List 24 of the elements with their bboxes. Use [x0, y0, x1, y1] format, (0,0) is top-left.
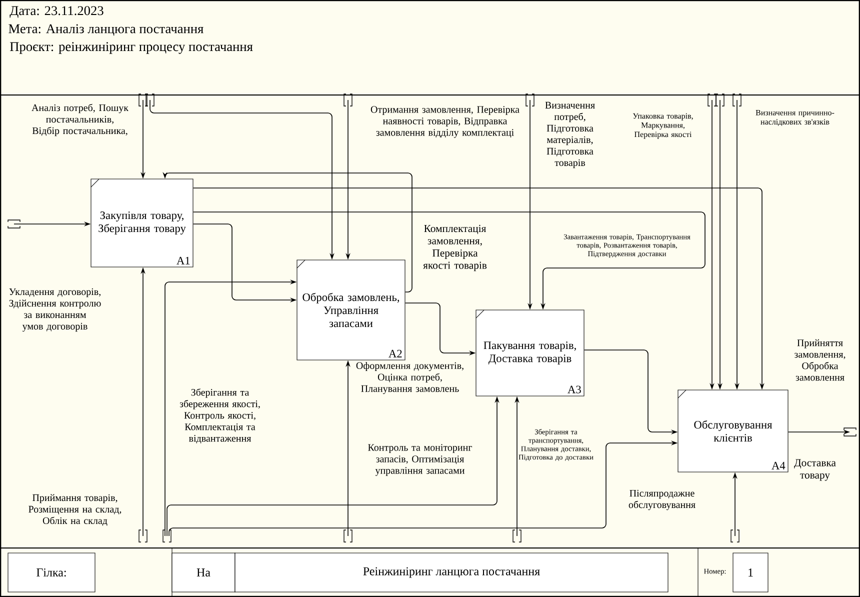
- arrow-label: Отримання замовлення, Перевірка наявності товарів, Відправка замовлення відділу комплектаці: [370, 106, 520, 138]
- arrow-label: Визначення причинно-наслідкових зв'язків: [756, 110, 834, 126]
- arrow-label: Доставка товару: [794, 459, 836, 481]
- arrow-label: Контроль та моніторинг запасів, Оптимізація управління запасами: [368, 444, 472, 476]
- arrow-label: Укладення договорів, Здійснення контролю за виконанням умов договорів: [9, 288, 101, 332]
- header-text: Дата: 23.11.2023: [10, 6, 104, 18]
- footer-cell: 1: [732, 552, 768, 592]
- arrow-label: Визначення потреб, Підготовка матеріалів, Підготовка товарів: [545, 102, 595, 168]
- process-box: Закупівля товару, Зберігання товару A1: [90, 178, 194, 268]
- arrow-label: Комплектація замовлення, Перевірка якості товарів: [423, 224, 487, 272]
- arrow-label: Зберігання та збереження якості, Контроль якості, Комплектація та відвантаження: [180, 388, 260, 444]
- arrow-label: Післяпродажне обслуговування: [628, 490, 696, 510]
- footer-cell: На: [172, 552, 236, 592]
- arrow-label: Прийняття замовлення, Обробка замовлення: [794, 339, 846, 381]
- arrow-label: Оформлення документів, Оцінка потреб, Планування замовлень: [356, 362, 464, 394]
- arrow-label: Приймання товарів, Розміщення на склад, Облік на склад: [28, 494, 122, 526]
- arrow-label: Аналіз потреб, Пошук постачальників, Відбір постачальника,: [32, 104, 129, 136]
- footer-cell: Гілка:: [8, 552, 96, 592]
- arrow-label: Упаковка товарів, Маркування, Перевірка якості: [632, 113, 693, 139]
- process-box: Обробка замовлень, Управління запасами A2: [296, 260, 406, 360]
- header-text: Мета: Аналіз ланцюга постачання: [8, 24, 204, 36]
- header-text: Проєкт: реінжиніринг процесу постачання: [10, 42, 253, 54]
- process-box: Обслуговування клієнтів A4: [678, 390, 788, 472]
- process-box: Пакування товарів, Доставка товарів A3: [476, 310, 584, 396]
